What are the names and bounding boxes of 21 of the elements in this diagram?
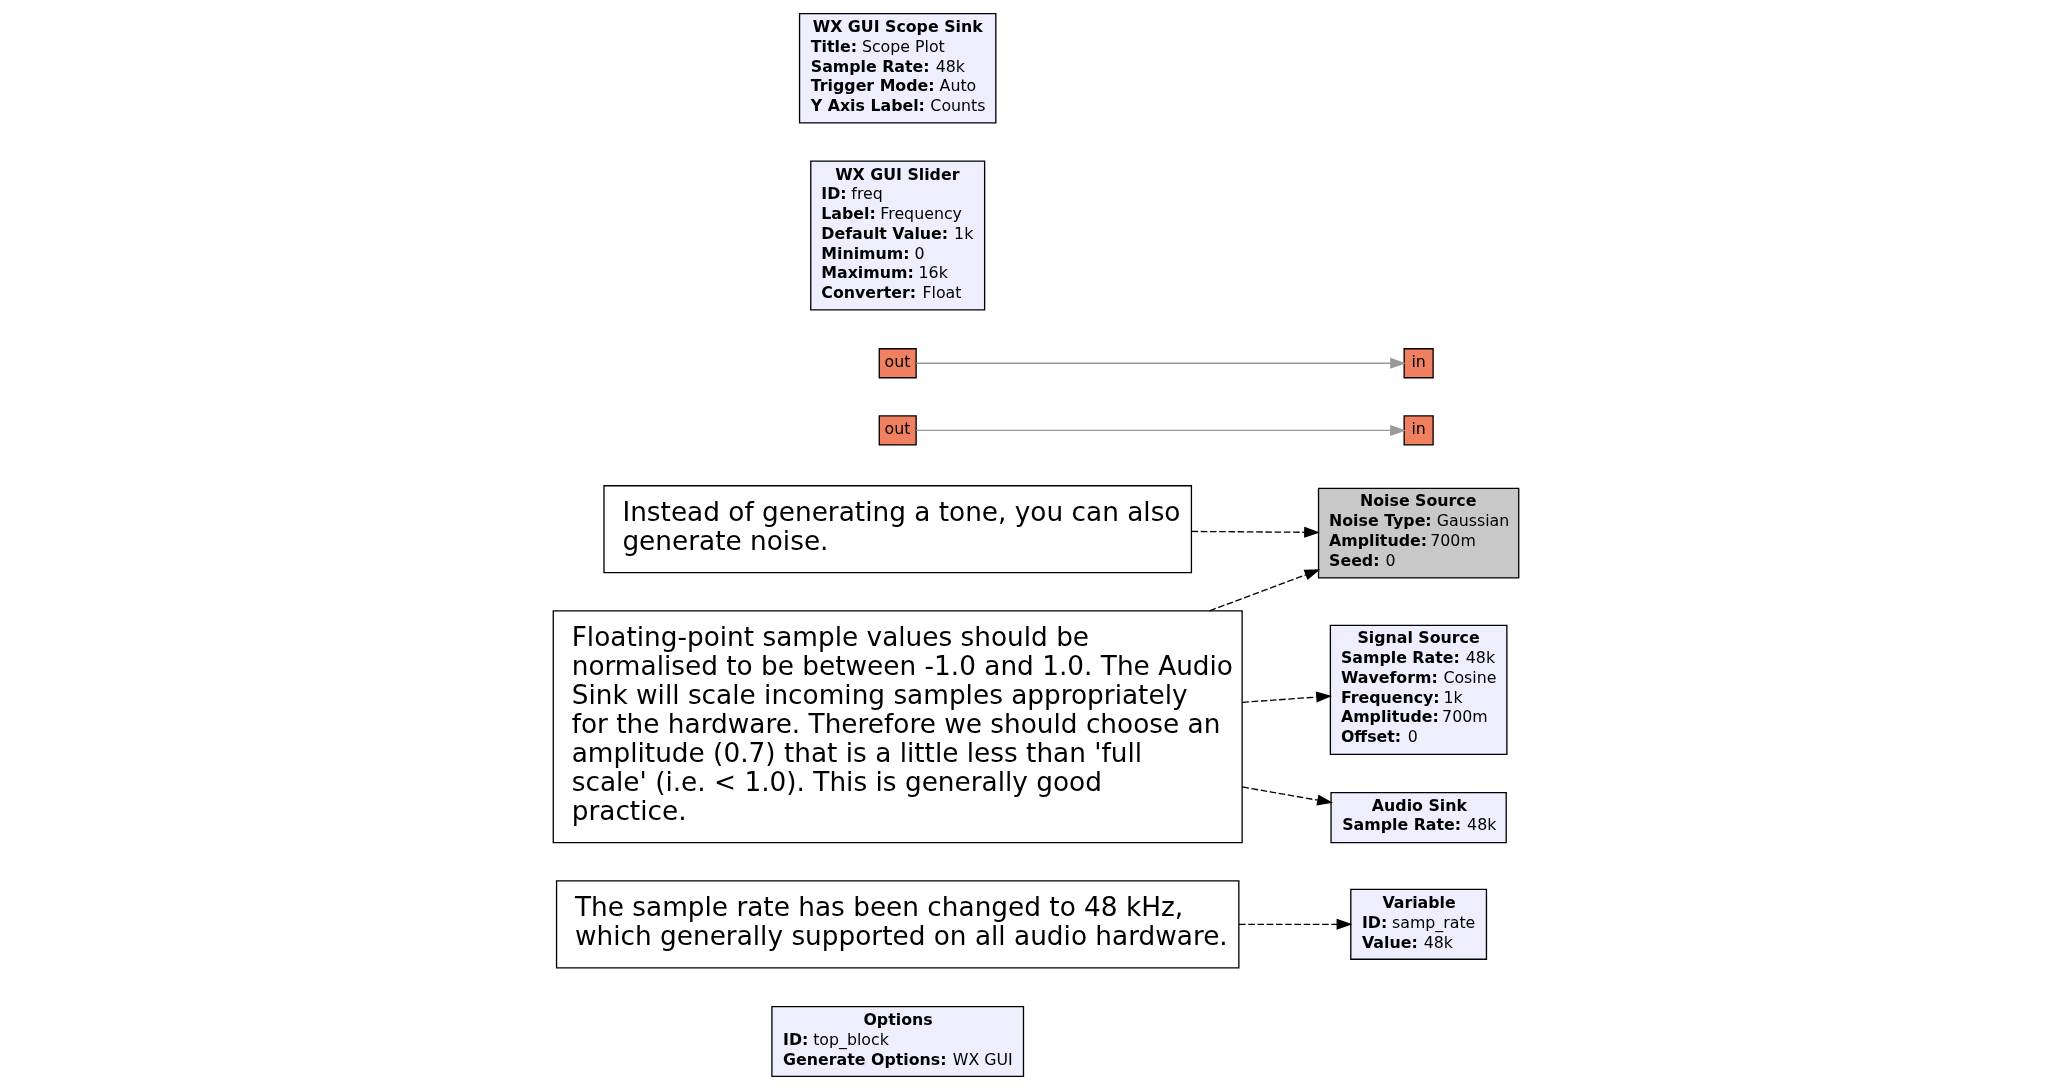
node-box: out: [878, 415, 917, 446]
arrow: [1237, 918, 1352, 930]
node-box: in: [1403, 415, 1434, 446]
arrow: [1208, 569, 1320, 612]
arrow: [915, 357, 1406, 369]
node-box: Floating-point sample values should be normalised to be between -1.0 and 1.0. The Audio Sink will scale incoming samples appropriately for the hardware. Therefore we should choose an amplitude (0.7) that is a little less than 'full scale' (i.e. < 1.0). This is generally good practice.: [552, 610, 1243, 844]
arrow: [1241, 786, 1333, 806]
node-box: Instead of generating a tone, you can also generate noise.: [602, 485, 1192, 574]
node-box: in: [1403, 348, 1434, 379]
node-box: WX GUI Slider ID: freq Label: Frequency Default Value: 1k Minimum: 0 Maximum: 16k Converter: Float: [809, 160, 985, 311]
node-box: The sample rate has been changed to 48 kHz, which generally supported on all audio hardware.: [555, 880, 1239, 969]
arrow: [1190, 526, 1320, 538]
arrow: [915, 424, 1406, 436]
node-box: Variable ID: samp_rate Value: 48k: [1349, 888, 1487, 960]
node-box: Noise Source Noise Type: Gaussian Amplitude: 700m Seed: 0: [1317, 487, 1519, 579]
node-box: out: [878, 348, 917, 379]
node-box: Options ID: top_block Generate Options: WX GUI: [770, 1006, 1024, 1078]
node-box: Audio Sink Sample Rate: 48k: [1329, 791, 1507, 844]
node-box: Signal Source Sample Rate: 48k Waveform: Cosine Frequency: 1k Amplitude: 700m Offset: 0: [1329, 624, 1508, 756]
node-box: WX GUI Scope Sink Title: Scope Plot Sample Rate: 48k Trigger Mode: Auto Y Axis Label: Counts: [798, 12, 996, 124]
arrow: [1241, 691, 1332, 703]
